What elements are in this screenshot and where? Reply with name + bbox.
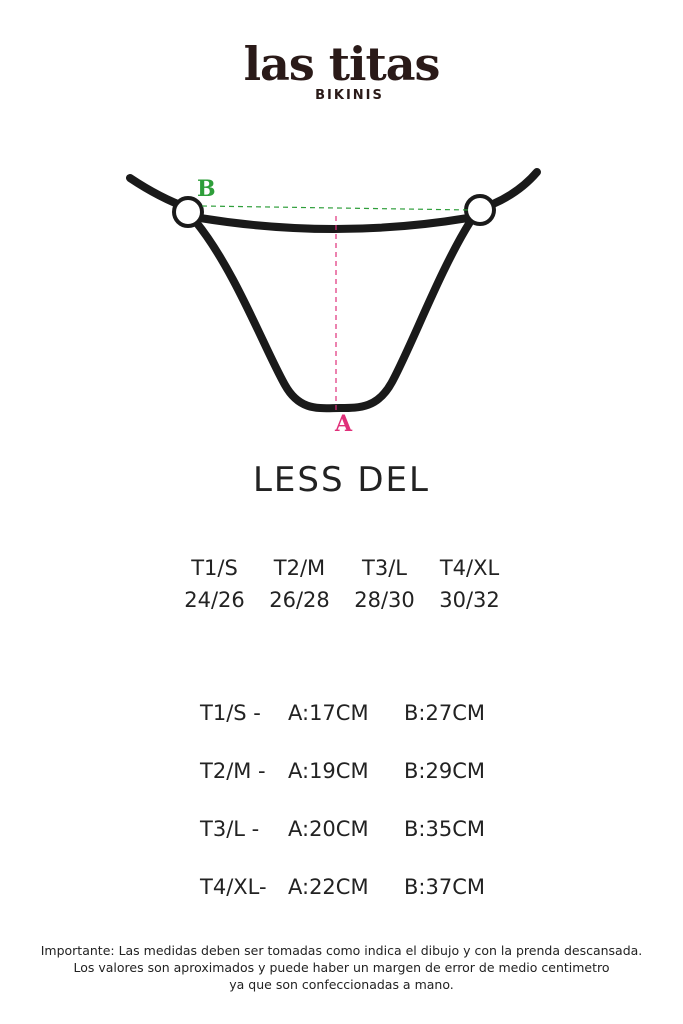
measurement-a: A:19CM: [288, 759, 369, 783]
size-header: T3/L: [362, 556, 407, 580]
size-table: T1/S T2/M T3/L T4/XL 24/26 26/28 28/30 3…: [172, 552, 512, 616]
label-a: A: [334, 411, 353, 437]
measurement-size: T2/M -: [200, 759, 266, 783]
measurement-b: B:35CM: [404, 817, 485, 841]
right-string: [489, 168, 541, 208]
size-header: T1/S: [191, 556, 238, 580]
measurement-row: T1/S - A:17CM B:27CM: [200, 684, 520, 742]
measurement-a: A:17CM: [288, 701, 369, 725]
brand-name: las titas: [243, 37, 441, 91]
measurement-b: B:29CM: [404, 759, 485, 783]
measurements-list: T1/S - A:17CM B:27CM T2/M - A:19CM B:29C…: [200, 684, 520, 916]
measurement-size: T1/S -: [200, 701, 261, 725]
size-header: T2/M: [273, 556, 326, 580]
note-line-1: Importante: Las medidas deben ser tomada…: [40, 943, 643, 958]
left-ring: [172, 196, 204, 228]
measurement-size: T4/XL-: [200, 875, 267, 899]
top-band: [196, 214, 472, 233]
bikini-diagram: B A: [126, 168, 541, 437]
measurement-a: A:22CM: [288, 875, 369, 899]
measurement-b: B:37CM: [404, 875, 485, 899]
note-line-2: Los valores son aproximados y puede habe…: [73, 960, 610, 975]
measurement-row: T2/M - A:19CM B:29CM: [200, 742, 520, 800]
measurement-row: T4/XL- A:22CM B:37CM: [200, 858, 520, 916]
measurement-size: T3/L -: [200, 817, 260, 841]
size-range-row: 24/26 26/28 28/30 30/32: [172, 584, 512, 616]
right-ring: [464, 194, 496, 226]
measure-b-line: [201, 205, 473, 211]
size-range: 30/32: [439, 588, 500, 612]
measurement-row: T3/L - A:20CM B:35CM: [200, 800, 520, 858]
size-range: 28/30: [354, 588, 415, 612]
note-line-3: ya que son confeccionadas a mano.: [229, 977, 454, 992]
product-title: LESS DEL: [252, 460, 430, 500]
brand-subtitle: BIKINIS: [315, 88, 384, 103]
label-b: B: [197, 176, 216, 202]
size-header-row: T1/S T2/M T3/L T4/XL: [172, 552, 512, 584]
brand-logo: las titas BIKINIS: [0, 38, 683, 103]
bikini-body: [192, 218, 474, 413]
size-range: 24/26: [184, 588, 245, 612]
important-note: Importante: Las medidas deben ser tomada…: [0, 942, 683, 993]
size-header: T4/XL: [439, 556, 500, 580]
measurement-b: B:27CM: [404, 701, 485, 725]
size-range: 26/28: [269, 588, 330, 612]
measurement-a: A:20CM: [288, 817, 369, 841]
